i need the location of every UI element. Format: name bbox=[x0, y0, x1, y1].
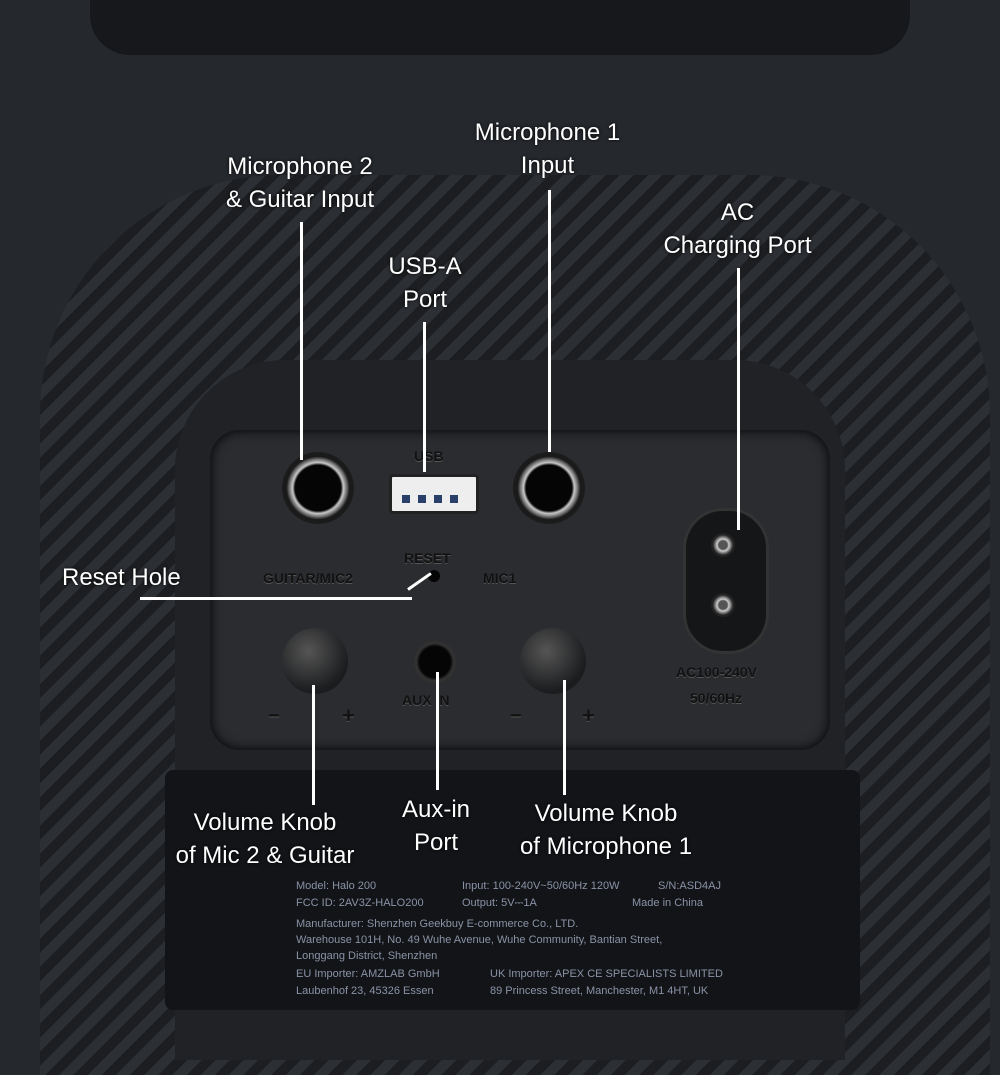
aux-leader-line bbox=[436, 672, 439, 790]
label-fcc: FCC ID: 2AV3Z-HALO200 bbox=[296, 897, 424, 909]
reset-leader-line bbox=[140, 597, 412, 600]
speaker-top-edge bbox=[90, 0, 910, 55]
rating-label-plate bbox=[165, 770, 860, 1010]
vol2-leader-line bbox=[312, 685, 315, 805]
mic2-plus: + bbox=[342, 703, 355, 728]
label-output: Output: 5V⎓1A bbox=[462, 897, 537, 909]
mic1-volume-knob[interactable] bbox=[520, 628, 586, 694]
mic1-plus: + bbox=[582, 703, 595, 728]
mic2-volume-knob[interactable] bbox=[282, 628, 348, 694]
ac-charging-port[interactable] bbox=[683, 508, 769, 654]
ac-freq-embossed: 50/60Hz bbox=[690, 690, 743, 706]
label-address2: Longgang District, Shenzhen bbox=[296, 950, 438, 962]
mic1-embossed: MIC1 bbox=[483, 570, 517, 586]
mic2-minus: − bbox=[268, 705, 280, 727]
callout-reset: Reset Hole bbox=[62, 564, 181, 591]
ac-rating-embossed: AC100-240V bbox=[676, 664, 757, 680]
mic2-leader-line bbox=[300, 222, 303, 460]
label-manufacturer: Manufacturer: Shenzhen Geekbuy E-commerc… bbox=[296, 918, 579, 930]
aux-in-jack[interactable] bbox=[413, 640, 457, 684]
label-model: Model: Halo 200 bbox=[296, 880, 377, 892]
label-eu1: EU Importer: AMZLAB GmbH bbox=[296, 968, 440, 980]
label-sn: S/N:ASD4AJ bbox=[658, 880, 721, 892]
reset-embossed: RESET bbox=[404, 550, 451, 566]
label-input: Input: 100-240V~50/60Hz 120W bbox=[462, 880, 620, 892]
mic1-leader-line bbox=[548, 190, 551, 452]
label-eu2: Laubenhof 23, 45326 Essen bbox=[296, 985, 434, 997]
label-address1: Warehouse 101H, No. 49 Wuhe Avenue, Wuhe… bbox=[296, 934, 663, 946]
guitar-mic2-embossed: GUITAR/MIC2 bbox=[263, 570, 353, 586]
mic1-jack[interactable] bbox=[513, 452, 585, 524]
vol1-leader-line bbox=[563, 680, 566, 795]
ac-leader-line bbox=[737, 268, 740, 530]
callout-mic2-guitar: Microphone 2& Guitar Input bbox=[225, 153, 375, 213]
mic2-guitar-jack[interactable] bbox=[282, 452, 354, 524]
usb-a-port[interactable] bbox=[389, 474, 479, 514]
label-origin: Made in China bbox=[632, 897, 703, 909]
usb-embossed: USB bbox=[414, 448, 444, 464]
label-uk2: 89 Princess Street, Manchester, M1 4HT, … bbox=[490, 985, 709, 997]
label-uk1: UK Importer: APEX CE SPECIALISTS LIMITED bbox=[490, 968, 723, 980]
aux-in-embossed: AUX IN bbox=[402, 692, 450, 708]
usb-leader-line bbox=[423, 322, 426, 472]
mic1-minus: − bbox=[510, 705, 522, 727]
